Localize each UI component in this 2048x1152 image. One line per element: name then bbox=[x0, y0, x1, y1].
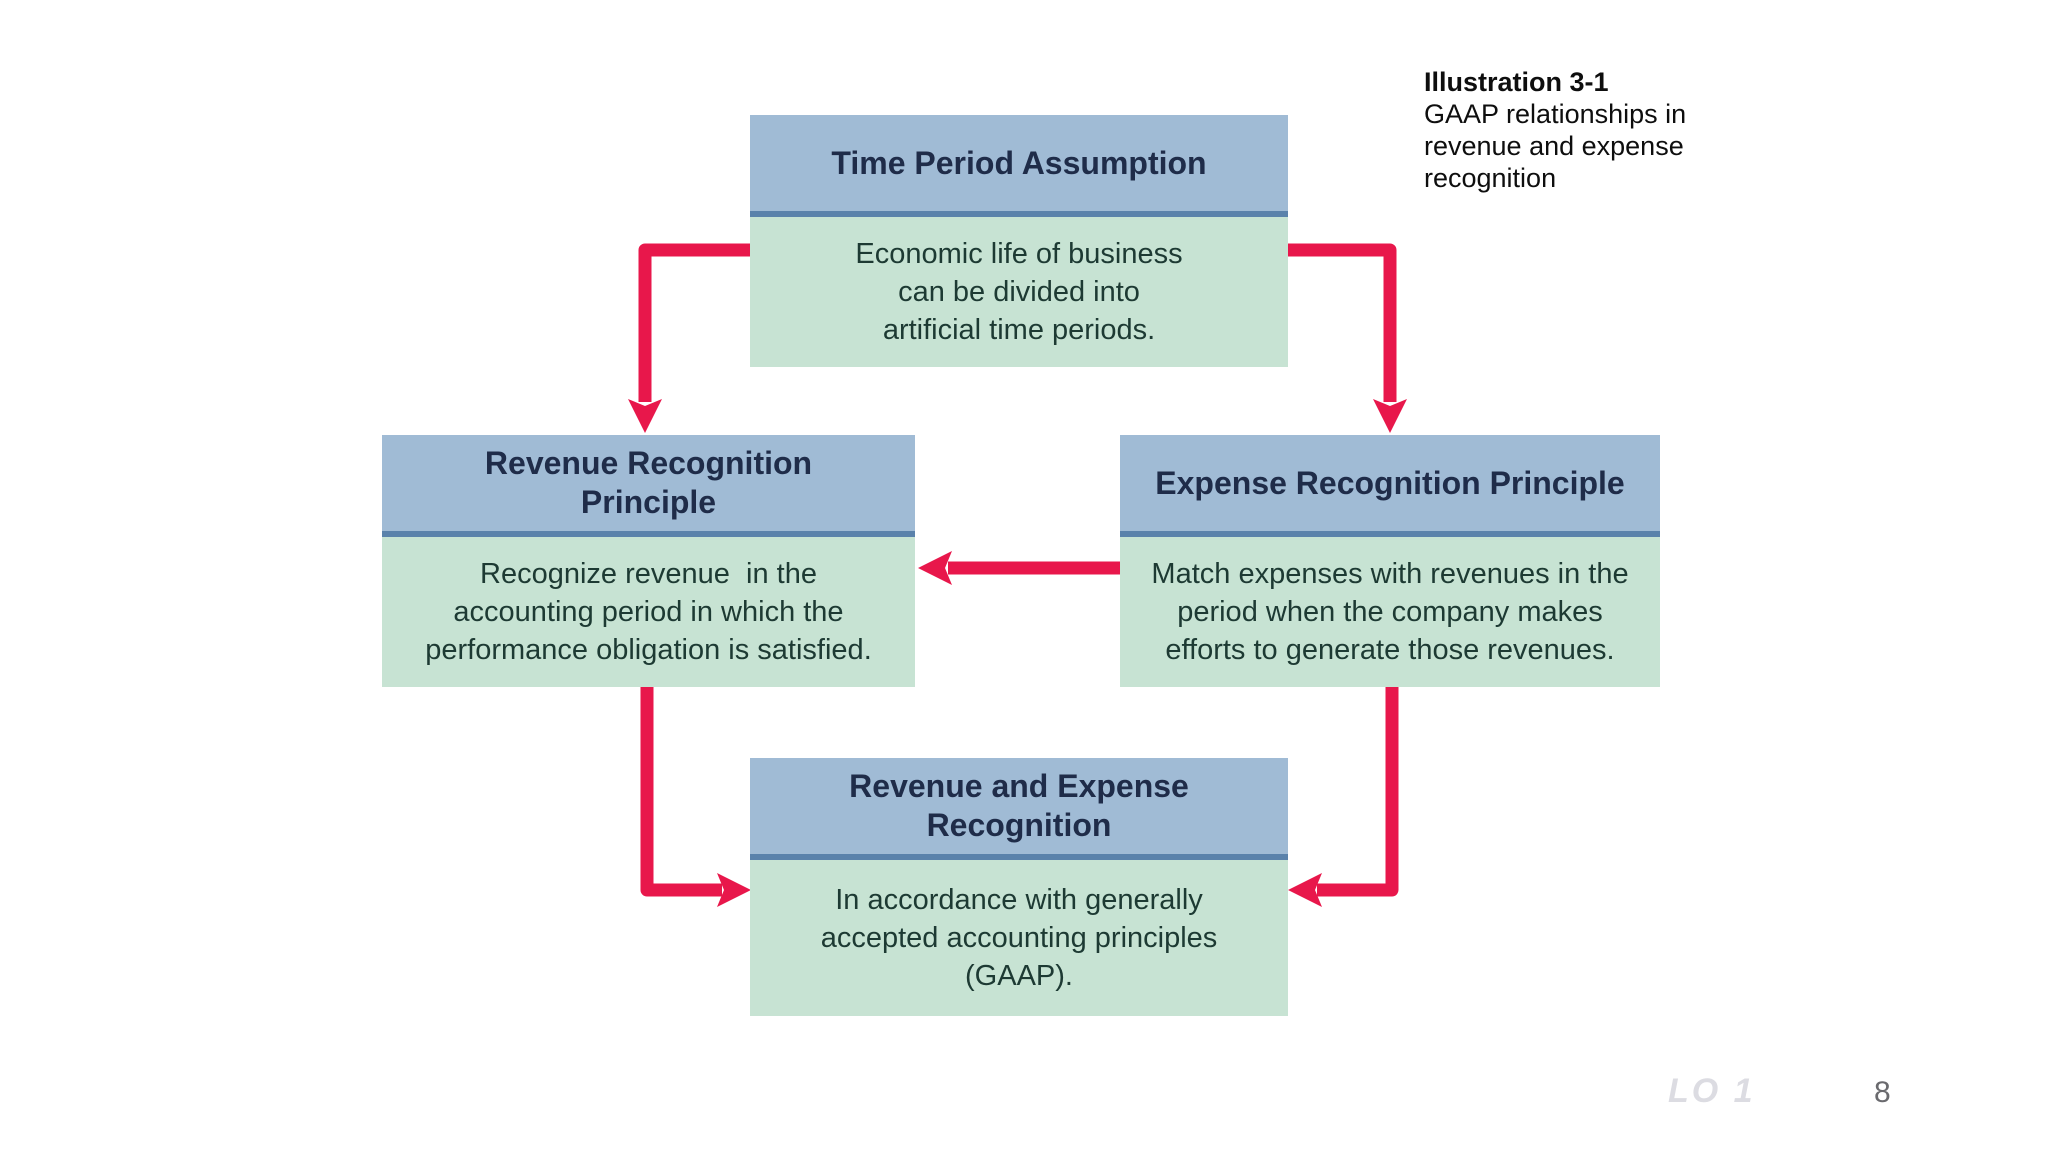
node-revenue-recognition-principle-body: Recognize revenue in the accounting peri… bbox=[382, 537, 915, 687]
node-revenue-recognition-principle-title: Revenue Recognition Principle bbox=[382, 435, 915, 537]
node-expense-recognition-principle-body: Match expenses with revenues in the peri… bbox=[1120, 537, 1660, 687]
arrow-revenue-to-recognition bbox=[640, 683, 751, 907]
arrow-expense-to-revenue bbox=[918, 551, 1124, 585]
body-line: Recognize revenue in the bbox=[480, 558, 817, 590]
body-line: can be divided into bbox=[898, 276, 1140, 308]
node-revenue-recognition-principle: Revenue Recognition Principle Recognize … bbox=[382, 435, 915, 687]
body-line: accounting period in which the bbox=[453, 596, 844, 628]
node-expense-recognition-principle: Expense Recognition Principle Match expe… bbox=[1120, 435, 1660, 687]
caption-line: revenue and expense bbox=[1424, 131, 1684, 161]
node-expense-recognition-principle-title: Expense Recognition Principle bbox=[1120, 435, 1660, 537]
slide-page-number: 8 bbox=[1874, 1076, 1891, 1109]
body-line: artificial time periods. bbox=[882, 314, 1156, 346]
title-line: Revenue and Expense bbox=[849, 768, 1189, 804]
body-line: Economic life of business bbox=[855, 238, 1183, 270]
node-time-period-assumption: Time Period Assumption Economic life of … bbox=[750, 115, 1288, 367]
node-revenue-and-expense-recognition-title: Revenue and Expense Recognition bbox=[750, 758, 1288, 860]
caption-line: recognition bbox=[1424, 163, 1557, 193]
title-line: Recognition bbox=[926, 807, 1112, 843]
title-line: Principle bbox=[580, 484, 717, 520]
body-line: (GAAP). bbox=[965, 960, 1073, 992]
illustration-caption: Illustration 3-1 GAAP relationships in r… bbox=[1424, 66, 1804, 194]
node-time-period-assumption-title: Time Period Assumption bbox=[750, 115, 1288, 217]
node-revenue-and-expense-recognition-body: In accordance with generally accepted ac… bbox=[750, 860, 1288, 1016]
arrow-timeperiod-to-expense bbox=[1284, 243, 1407, 433]
body-line: period when the company makes bbox=[1177, 596, 1603, 628]
node-time-period-assumption-body: Economic life of business can be divided… bbox=[750, 217, 1288, 367]
arrow-timeperiod-to-revenue bbox=[628, 243, 754, 433]
node-revenue-and-expense-recognition: Revenue and Expense Recognition In accor… bbox=[750, 758, 1288, 1016]
arrow-expense-to-recognition bbox=[1288, 683, 1399, 907]
illustration-caption-title: Illustration 3-1 bbox=[1424, 67, 1609, 97]
body-line: accepted accounting principles bbox=[820, 922, 1218, 954]
body-line: Match expenses with revenues in the bbox=[1151, 558, 1629, 590]
title-line: Time Period Assumption bbox=[831, 144, 1207, 181]
body-line: performance obligation is satisfied. bbox=[425, 634, 872, 666]
caption-line: GAAP relationships in bbox=[1424, 99, 1687, 129]
title-line: Expense Recognition Principle bbox=[1155, 464, 1625, 501]
learning-objective-watermark: LO 1 bbox=[1668, 1072, 1756, 1110]
body-line: In accordance with generally bbox=[835, 884, 1203, 916]
title-line: Revenue Recognition bbox=[484, 445, 813, 481]
body-line: efforts to generate those revenues. bbox=[1165, 634, 1615, 666]
